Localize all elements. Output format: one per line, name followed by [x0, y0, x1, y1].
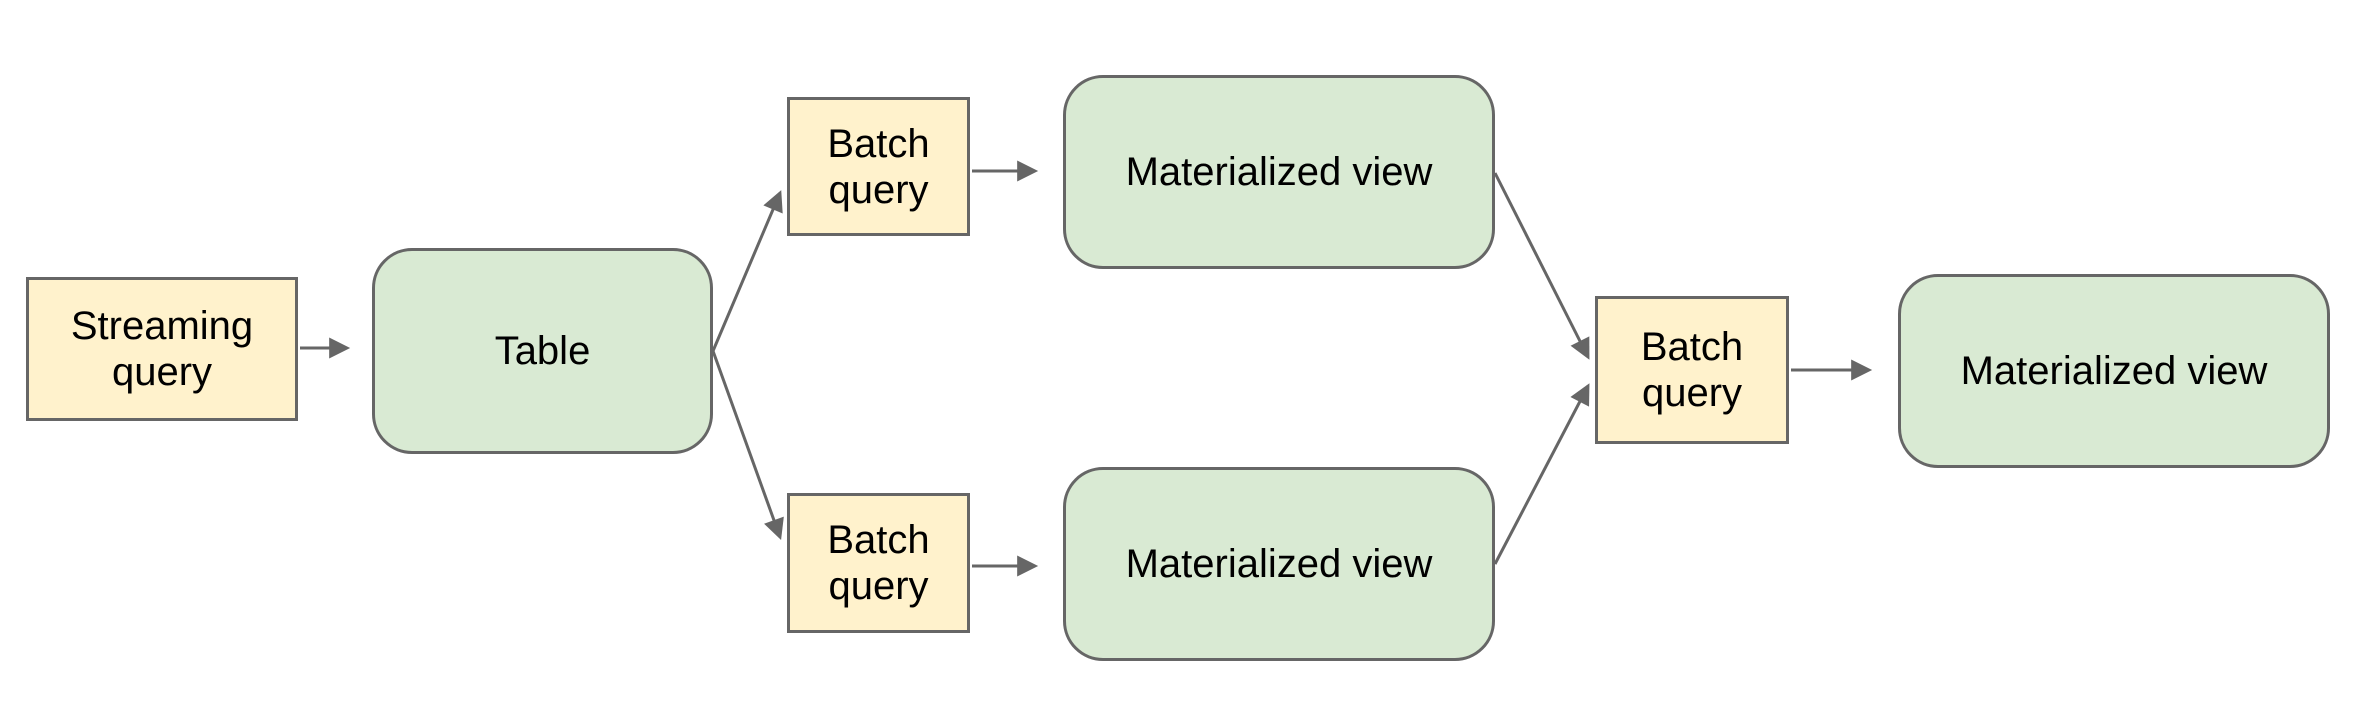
- node-batch-query-top-label: Batch query: [827, 121, 930, 212]
- node-materialized-view-final: Materialized view: [1898, 274, 2330, 468]
- node-streaming-query-label: Streaming query: [70, 304, 254, 394]
- node-batch-query-top: Batch query: [787, 97, 970, 236]
- node-batch-query-bottom: Batch query: [787, 493, 970, 633]
- edge-table-to-batch-top: [711, 190, 783, 352]
- node-materialized-view-top-label: Materialized view: [1125, 150, 1433, 194]
- node-materialized-view-bottom-label: Materialized view: [1125, 542, 1433, 586]
- edge-mv-top-to-batch-right: [1493, 172, 1590, 360]
- node-materialized-view-top: Materialized view: [1063, 75, 1495, 269]
- node-table: Table: [372, 248, 713, 454]
- node-batch-query-right: Batch query: [1595, 296, 1789, 444]
- edge-table-to-batch-bottom: [711, 350, 784, 540]
- node-materialized-view-final-label: Materialized view: [1960, 349, 2268, 393]
- node-batch-query-right-label: Batch query: [1640, 325, 1744, 415]
- node-batch-query-bottom-label: Batch query: [827, 518, 930, 608]
- edge-mv-bottom-to-batch-right: [1493, 383, 1590, 565]
- node-table-label: Table: [494, 329, 591, 373]
- node-materialized-view-bottom: Materialized view: [1063, 467, 1495, 661]
- node-streaming-query: Streaming query: [26, 277, 298, 421]
